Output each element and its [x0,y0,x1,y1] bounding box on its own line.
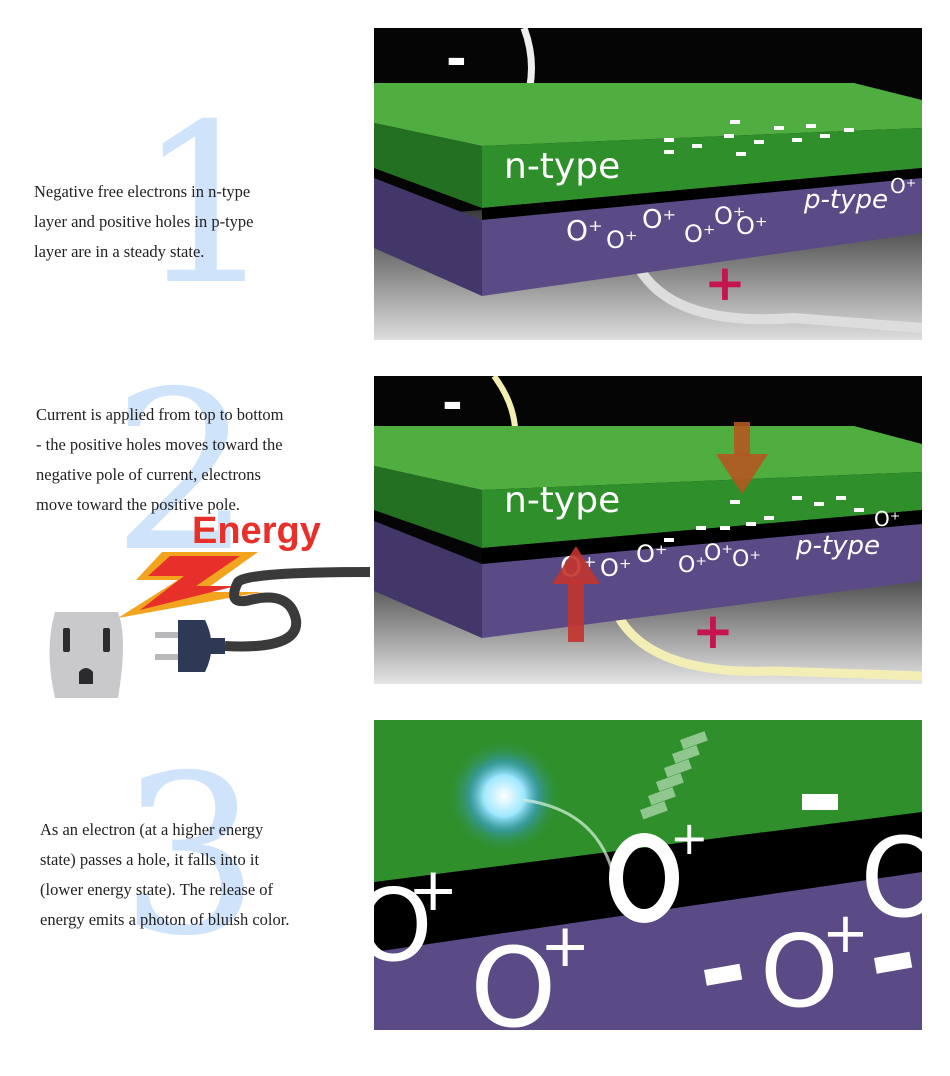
svg-text:O: O [470,924,557,1030]
step-1-description: Negative free electrons in n-type layer … [34,182,254,261]
svg-text:O⁺: O⁺ [642,205,676,235]
svg-text:O⁺: O⁺ [704,541,733,566]
negative-pole-label: - [446,30,467,88]
power-source-illustration [49,552,370,698]
svg-text:O: O [374,867,433,984]
holes-group: O⁺ O⁺ O⁺ O⁺ O⁺ O⁺ O⁺ [566,174,916,254]
electrons-group [664,120,854,156]
power-cord-icon [224,567,370,652]
svg-text:O⁺: O⁺ [736,212,768,240]
p-type-label: p-type [795,531,880,561]
step-2-description: Current is applied from top to bottom - … [36,405,284,514]
svg-text:O: O [860,814,922,942]
svg-text:+: + [540,911,590,981]
svg-text:O⁺: O⁺ [678,553,707,578]
power-outlet-icon [49,612,123,698]
falling-electron-in-hole [609,833,679,923]
p-type-label: p-type [803,185,888,215]
electrons-group [664,496,864,542]
svg-text:O: O [760,913,839,1030]
svg-text:O⁺: O⁺ [890,174,916,198]
step-1-illustration: n-type p-type O⁺ O⁺ O⁺ O⁺ O⁺ O⁺ O⁺ - + [374,28,922,340]
electrons-group [704,951,913,986]
svg-text:O⁺: O⁺ [636,540,668,568]
holes-group: O + O + O + O [374,814,922,1030]
positive-pole-label: + [704,254,746,312]
step-2: 2 Current is applied from top to bottom … [0,350,950,700]
svg-text:O⁺: O⁺ [566,214,603,247]
svg-text:O⁺: O⁺ [600,554,632,582]
negative-pole-label: - [442,376,463,432]
step-3: 3 As an electron (at a higher energy sta… [0,700,950,1076]
energy-label: Energy [192,510,321,552]
photon-glow-icon [446,738,562,854]
svg-text:O⁺: O⁺ [732,547,761,572]
svg-text:+: + [408,855,458,925]
plus-label: + [670,811,709,865]
n-type-label: n-type [504,480,620,521]
electron-icon [802,794,838,810]
electron-trail [640,731,708,820]
positive-pole-label: + [692,602,734,660]
step-3-illustration: + O + O + O + O [374,720,922,1030]
step-2-numeral: 2 [112,344,252,600]
svg-text:O⁺: O⁺ [874,507,900,531]
step-1-numeral: 1 [136,77,276,333]
plug-icon [155,620,225,672]
n-type-label: n-type [504,146,620,187]
step-3-description: As an electron (at a higher energy state… [40,820,290,929]
up-arrow-icon [552,546,600,642]
step-3-numeral: 3 [120,728,260,984]
down-arrow-icon [716,422,768,494]
svg-text:O⁺: O⁺ [684,220,716,248]
step-1: 1 Negative free electrons in n-type laye… [0,0,950,350]
svg-text:O⁺: O⁺ [714,202,746,230]
svg-text:O⁺: O⁺ [606,226,638,254]
step-2-illustration: n-type p-type O⁺ O⁺ O⁺ O⁺ O⁺ O⁺ O⁺ [374,376,922,684]
svg-text:+: + [822,901,869,966]
